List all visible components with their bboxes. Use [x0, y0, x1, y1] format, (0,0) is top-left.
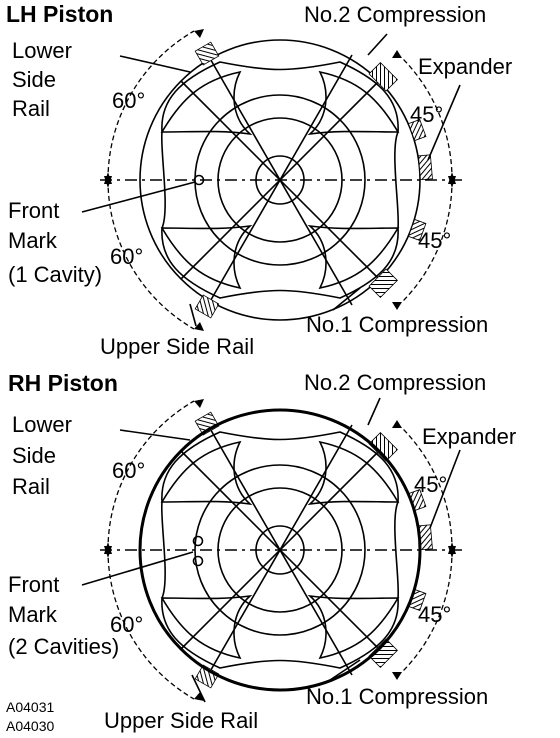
lh-piston-graphic: [99, 28, 466, 332]
lh-upper-rail-leader: [189, 303, 197, 327]
rh-piston: RH Piston Lower Side Rail No.2 Compressi…: [8, 370, 516, 733]
rh-angle-lower-right: 45°: [418, 602, 451, 627]
lh-piston: LH Piston Lower Side Rail No.2 Compressi…: [6, 1, 512, 359]
lh-piston-title: LH Piston: [6, 1, 113, 27]
lh-angle-lower-right: 45°: [418, 228, 451, 253]
rh-lower-side-rail-label-line2: Side: [12, 443, 56, 468]
rh-no1-leader: [329, 659, 361, 681]
lh-front-mark-cavity: [193, 174, 205, 186]
rh-piston-title: RH Piston: [8, 370, 118, 396]
rh-lower-side-rail-label-line3: Rail: [12, 474, 50, 499]
rh-angle-lower-left: 60°: [110, 612, 143, 637]
rh-no2-leader: [367, 397, 381, 426]
rh-front-mark-leader: [81, 551, 194, 586]
lh-upper-side-rail-label: Upper Side Rail: [100, 334, 254, 359]
lh-front-mark-label-line3: (1 Cavity): [8, 262, 102, 287]
lh-front-mark-leader: [81, 181, 196, 213]
rh-lower-side-rail-label-line1: Lower: [12, 412, 72, 437]
rh-front-mark-cavity-1: [192, 535, 204, 547]
lh-lower-side-rail-label-line3: Rail: [12, 96, 50, 121]
rh-piston-outer-ring: [138, 408, 422, 692]
rh-upper-side-rail-label: Upper Side Rail: [104, 708, 258, 733]
rh-lower-rail-leader: [119, 429, 191, 441]
lh-angle-upper-left: 60°: [112, 88, 145, 113]
lh-no1-leader: [332, 287, 361, 311]
rh-angle-upper-right: 45°: [414, 472, 447, 497]
rh-front-mark-cavity-2: [192, 555, 204, 567]
lh-no1-compression-label: No.1 Compression: [306, 312, 488, 337]
lh-expander-label: Expander: [418, 54, 512, 79]
rh-angle-upper-left: 60°: [112, 458, 145, 483]
lh-front-mark-label-line1: Front: [8, 198, 59, 223]
lh-front-mark-label-line2: Mark: [8, 228, 58, 253]
lh-lower-side-rail-label-line2: Side: [12, 67, 56, 92]
lh-expander-leader: [427, 84, 461, 161]
rh-expander-label: Expander: [422, 424, 516, 449]
rh-expander-leader: [429, 449, 461, 529]
lh-angle-lower-left: 60°: [110, 244, 143, 269]
figure-code-2: A04030: [6, 718, 54, 734]
lh-no2-leader: [367, 33, 388, 56]
rh-no1-compression-label: No.1 Compression: [306, 684, 488, 709]
rh-piston-graphic: [99, 398, 466, 702]
lh-no2-compression-label: No.2 Compression: [304, 2, 486, 27]
lh-angle-upper-right: 45°: [410, 102, 443, 127]
rh-front-mark-label-line3: (2 Cavities): [8, 634, 119, 659]
rh-front-mark-label-line2: Mark: [8, 602, 58, 627]
rh-no2-compression-label: No.2 Compression: [304, 370, 486, 395]
lh-lower-rail-leader: [119, 55, 191, 73]
lh-lower-side-rail-label-line1: Lower: [12, 38, 72, 63]
figure-code-1: A04031: [6, 699, 54, 715]
rh-upper-rail-leader: [191, 674, 206, 703]
rh-front-mark-label-line1: Front: [8, 572, 59, 597]
